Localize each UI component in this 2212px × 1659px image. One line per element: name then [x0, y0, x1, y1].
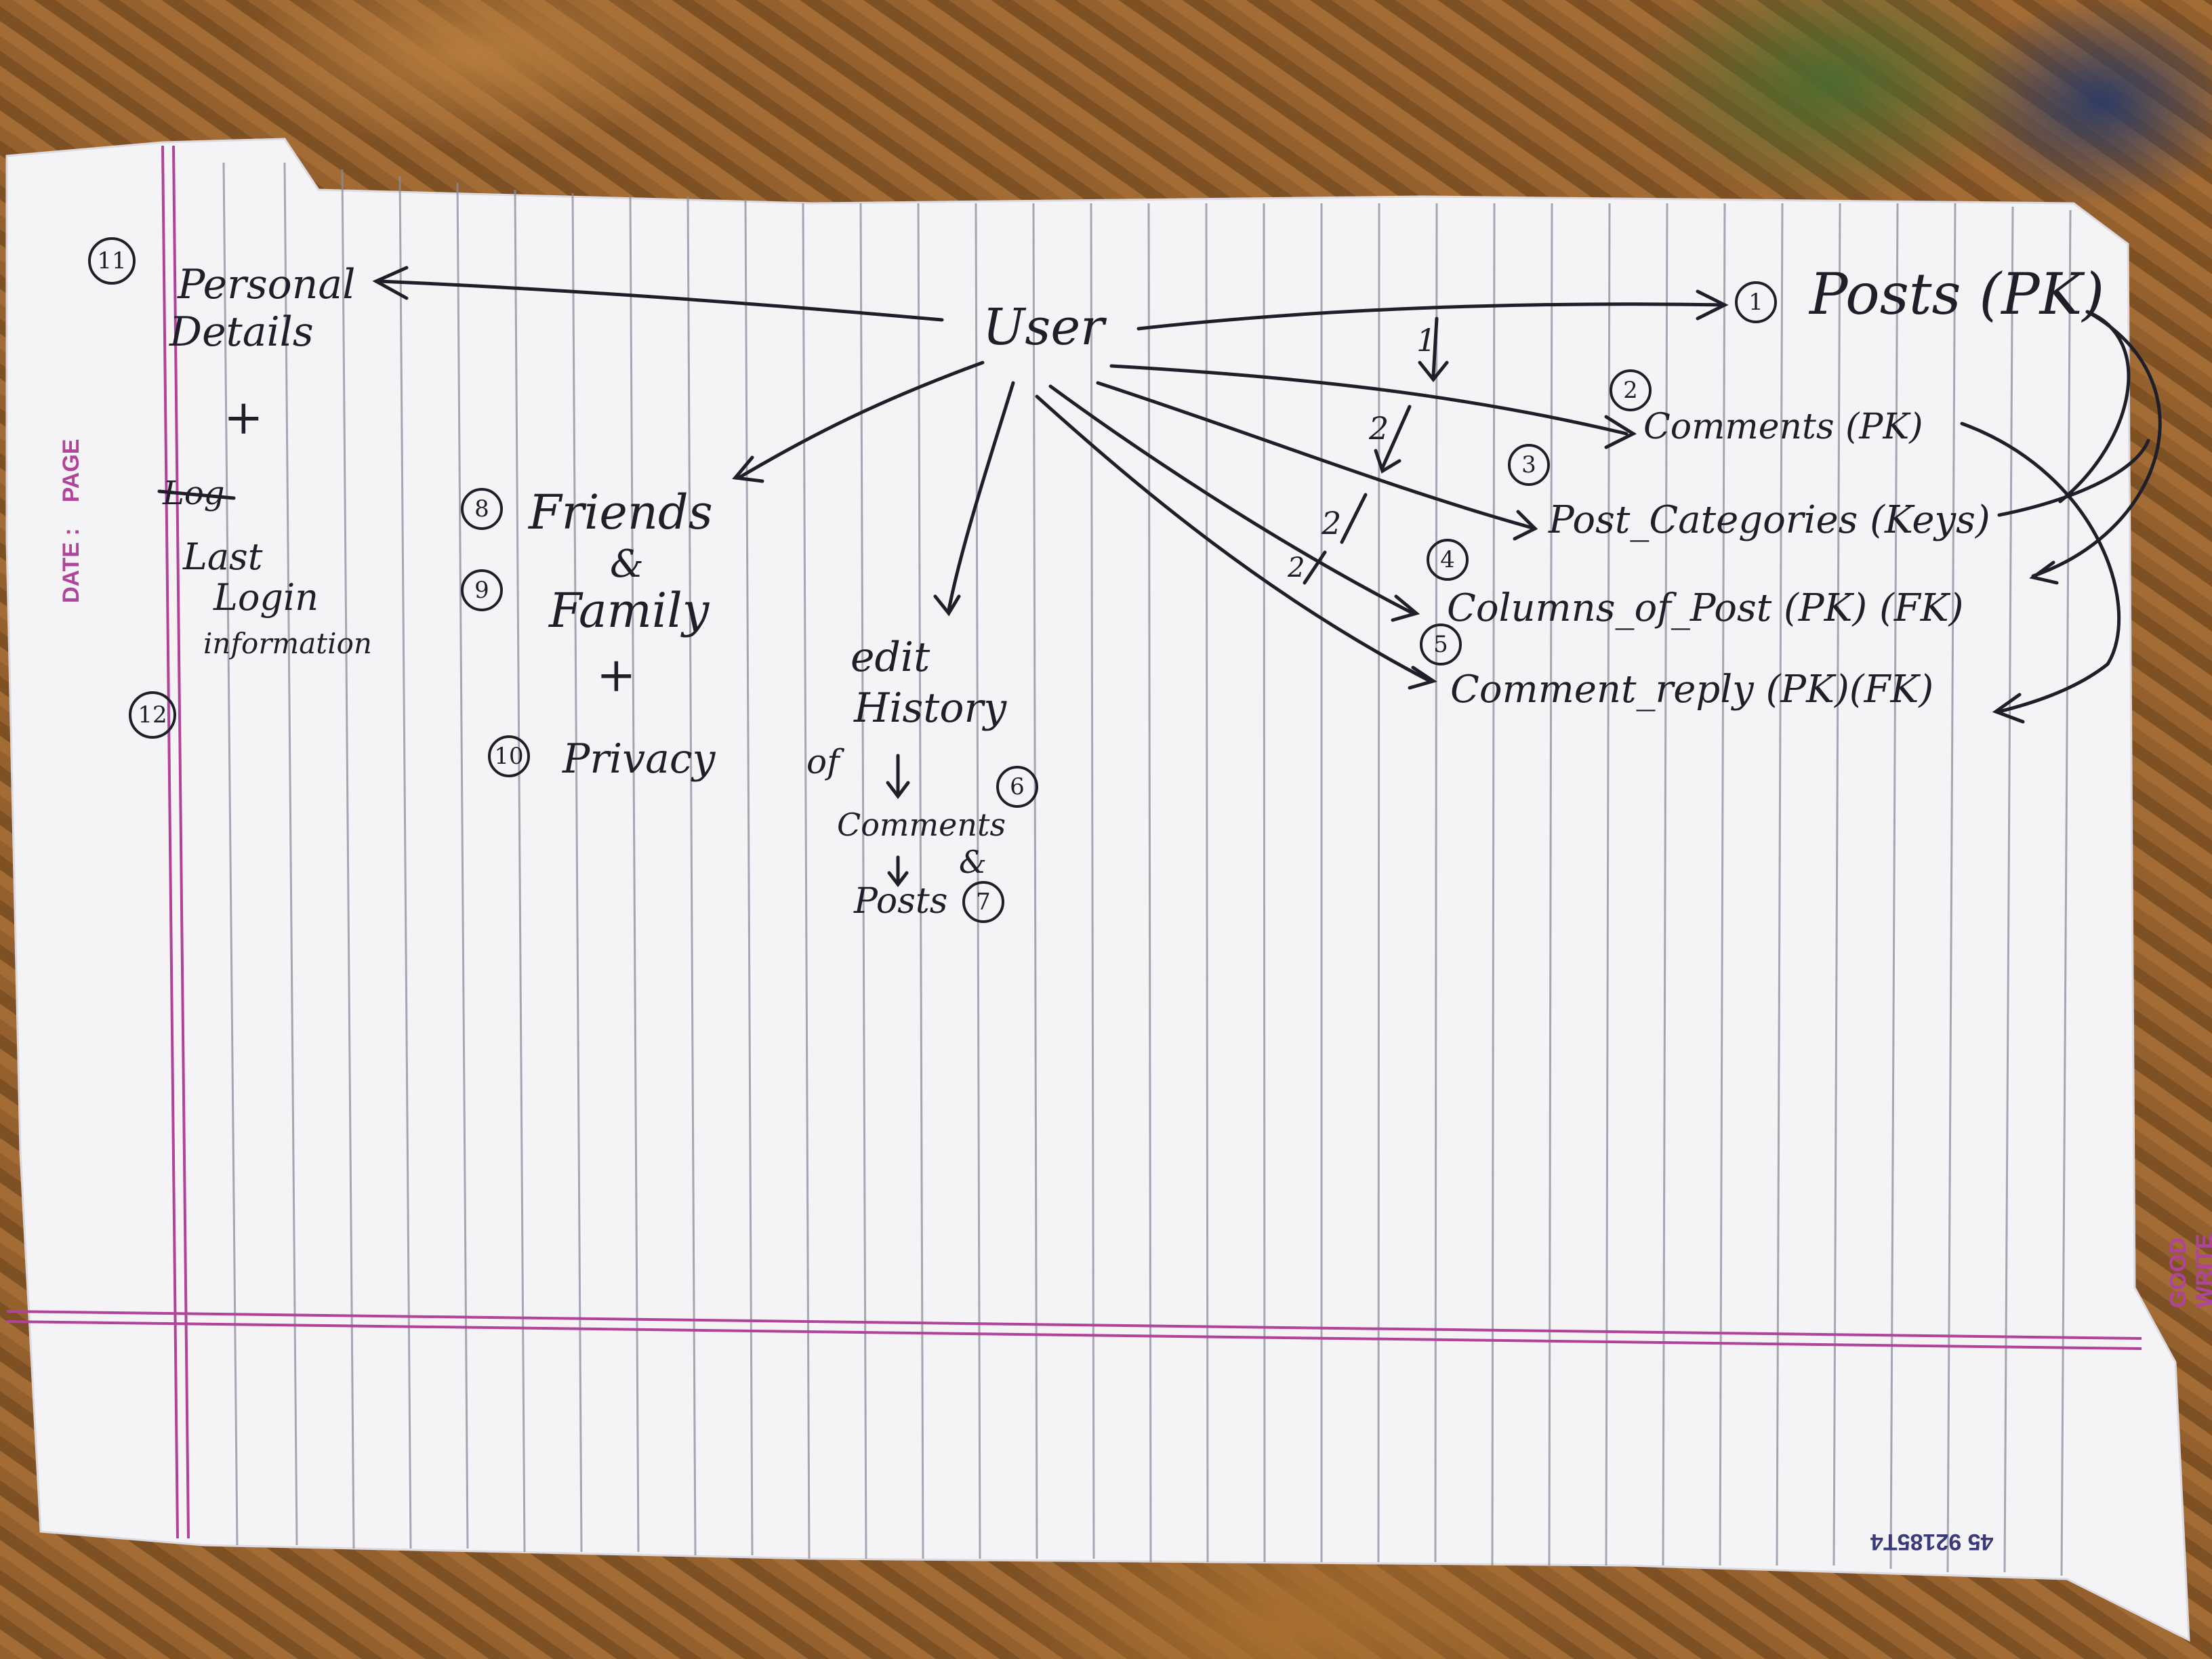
- number-9: 9: [461, 569, 503, 611]
- node-comments: Comments (PK): [1643, 407, 1923, 447]
- page-label: PAGE: [58, 438, 84, 503]
- amp-sign-1: &: [610, 542, 644, 586]
- node-posts: Posts (PK): [1809, 261, 2105, 327]
- mark-4: 2: [1288, 552, 1305, 583]
- number-6: 6: [996, 766, 1038, 808]
- paper-sheet: [5, 138, 2190, 1642]
- node-user: User: [983, 298, 1105, 356]
- number-3: 3: [1508, 444, 1550, 486]
- node-history: History: [854, 684, 1007, 732]
- plus-sign-1: +: [224, 390, 264, 445]
- node-login: Login: [213, 576, 319, 619]
- node-information: information: [203, 627, 372, 660]
- number-2: 2: [1610, 369, 1652, 411]
- number-1: 1: [1735, 281, 1777, 323]
- connector-arrows: [157, 266, 2162, 888]
- number-5: 5: [1420, 623, 1462, 665]
- node-edit-posts: Posts: [854, 881, 948, 922]
- node-family: Family: [549, 583, 710, 638]
- plus-sign-2: +: [596, 647, 636, 703]
- number-8: 8: [461, 488, 503, 530]
- node-last: Last: [183, 535, 263, 578]
- struck-log: Log: [163, 474, 225, 512]
- number-11: 11: [88, 237, 136, 285]
- number-10: 10: [488, 735, 530, 777]
- date-page-printed-labels: DATE : PAGE: [58, 439, 85, 603]
- node-edit-comments: Comments: [837, 806, 1006, 843]
- number-12: 12: [129, 691, 176, 739]
- node-of: of: [806, 742, 840, 781]
- node-personal: Personal: [178, 261, 356, 308]
- node-comment-reply: Comment_reply (PK)(FK): [1450, 668, 1934, 712]
- brand-label: GOOD WRITE: [2165, 1233, 2212, 1308]
- number-4: 4: [1427, 539, 1469, 581]
- mark-2: 2: [1369, 410, 1389, 447]
- node-details: Details: [169, 308, 314, 356]
- node-friends: Friends: [529, 485, 713, 540]
- edit-amp: &: [959, 844, 987, 880]
- node-post-categories: Post_Categories (Keys): [1549, 498, 1990, 542]
- margin-lines: [6, 145, 2142, 1539]
- mark-1: 1: [1416, 322, 1437, 359]
- paper-code: 45 92185T4: [1870, 1529, 1994, 1555]
- node-privacy: Privacy: [562, 735, 716, 783]
- number-7: 7: [962, 881, 1004, 923]
- date-label: DATE :: [58, 528, 84, 603]
- node-edit: edit: [851, 634, 930, 681]
- node-columns-of-post: Columns_of_Post (PK) (FK): [1447, 586, 1964, 630]
- mark-3: 2: [1322, 505, 1342, 541]
